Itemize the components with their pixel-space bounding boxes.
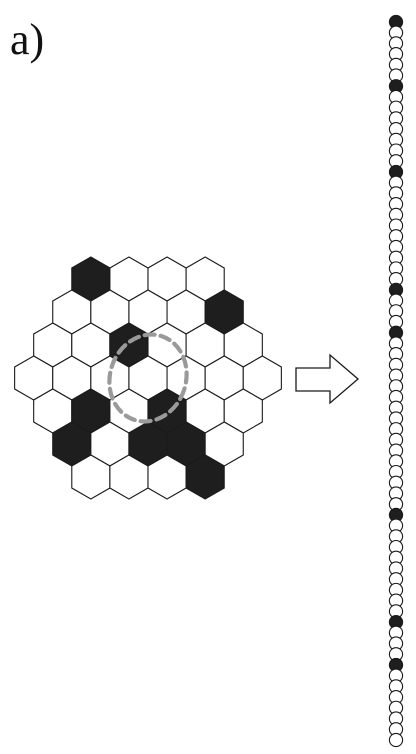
panel-label: a): [10, 15, 45, 64]
hex-cell-filled: [185, 454, 225, 500]
bead-chain: [388, 14, 404, 748]
right-arrow: [295, 353, 359, 405]
hex-lattice: [14, 256, 282, 500]
highlight-dashed-ring: [107, 332, 189, 424]
chain-bead-empty: [388, 732, 404, 748]
